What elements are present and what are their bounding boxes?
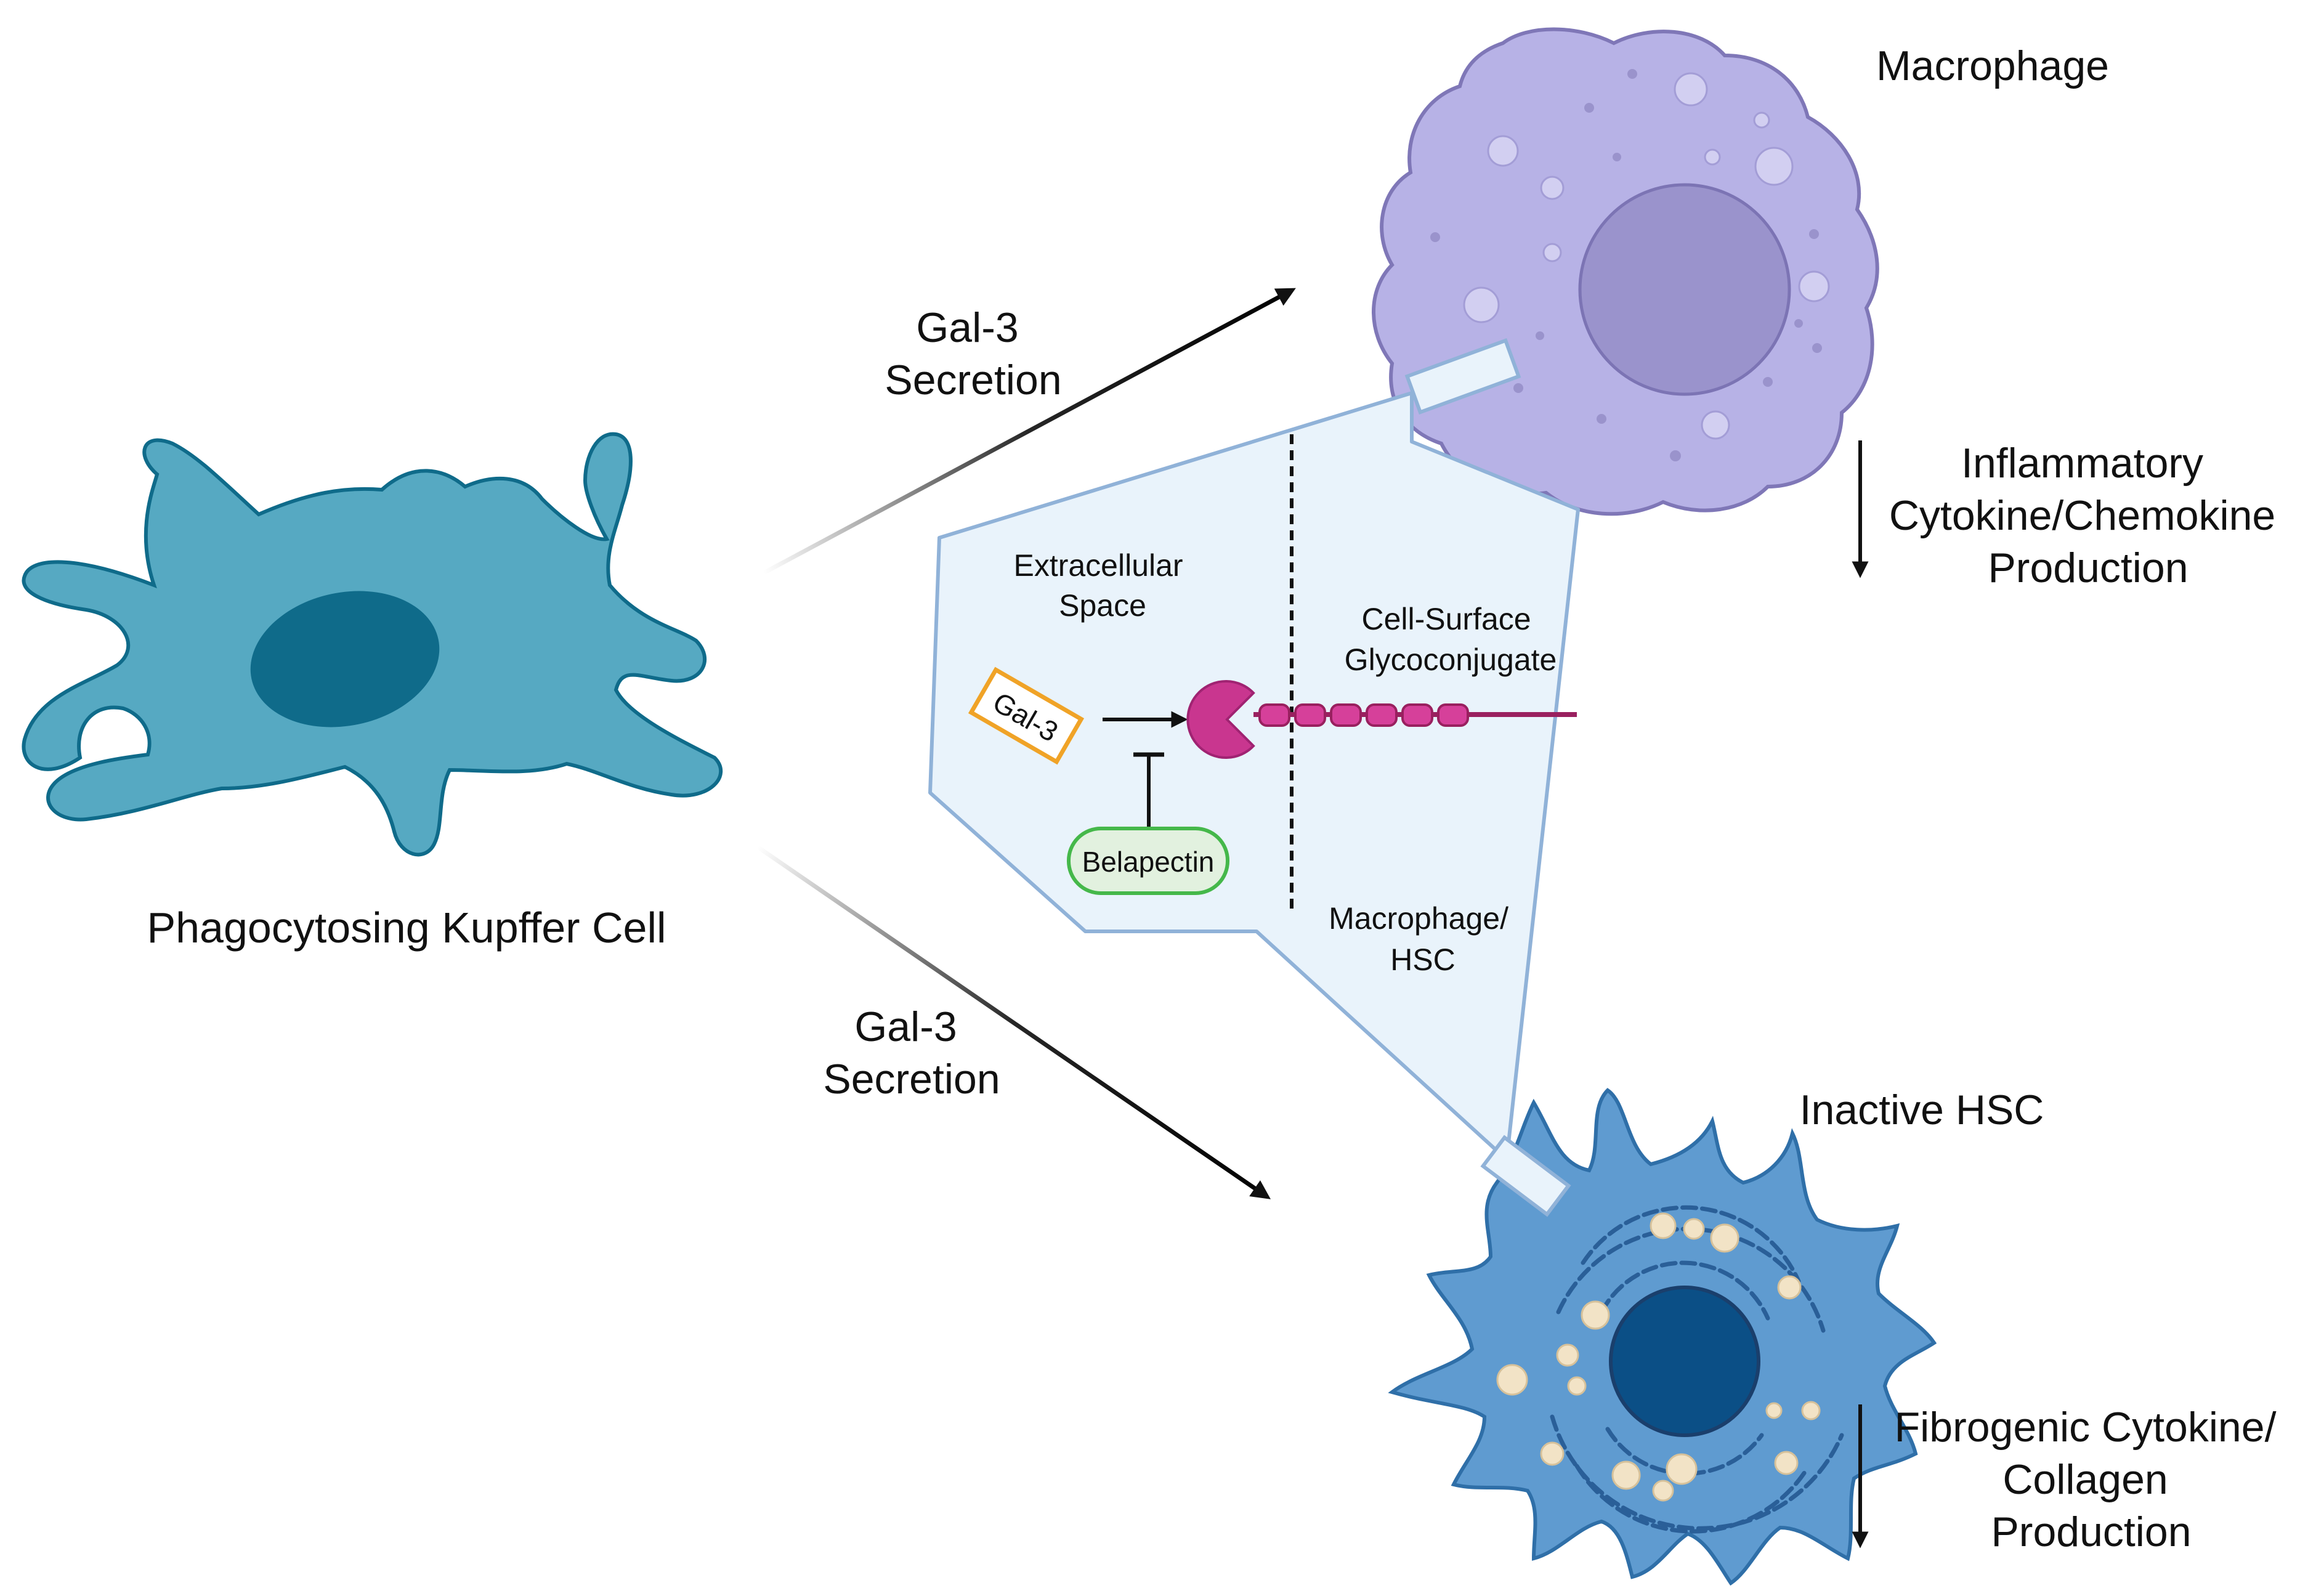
kupffer-nucleus — [250, 591, 440, 727]
kupffer-cell-label: Phagocytosing Kupffer Cell — [147, 904, 666, 952]
belapectin-label: Belapectin — [1082, 846, 1215, 878]
hsc-lipid-droplets — [1496, 1212, 1821, 1502]
belapectin-pill — [1067, 827, 1229, 895]
secretion-label-top: Gal-3 Secretion — [885, 304, 1061, 403]
inset-callout-hsc — [1480, 1135, 1571, 1217]
macrophage-hsc-label: Macrophage/ HSC — [1329, 901, 1517, 977]
fibrogenic-output-label: Fibrogenic Cytokine/ Collagen Production — [1895, 1404, 2288, 1555]
extracellular-space-label: Extracellular Space — [1013, 548, 1191, 623]
magnified-inset: Extracellular Space Cell-Surface Glycoco… — [928, 338, 1580, 1217]
gal3-molecule: Gal-3 — [968, 666, 1085, 765]
macrophage-label: Macrophage — [1876, 43, 2109, 89]
hsc-nucleus — [1609, 1286, 1760, 1437]
inset-callout-macrophage — [1404, 338, 1521, 415]
inset-panel — [928, 391, 1580, 1152]
glycoconjugate-label: Cell-Surface Glycoconjugate — [1345, 602, 1557, 677]
hsc-label: Inactive HSC — [1800, 1087, 2044, 1133]
macrophage-nucleus — [1578, 183, 1791, 396]
gal3-binding-receptor — [1186, 680, 1255, 759]
macrophage-cell — [1372, 27, 1879, 516]
secretion-arrow-bottom — [756, 845, 1271, 1199]
macrophage-vesicles — [1463, 72, 1830, 440]
secretion-label-bottom: Gal-3 Secretion — [823, 1003, 1000, 1103]
secretion-arrow-top — [763, 288, 1296, 575]
glycoconjugate-chain — [1258, 703, 1469, 727]
hsc-er-membranes — [1550, 1205, 1844, 1534]
kupffer-cell — [22, 432, 723, 857]
hsc-cell — [1388, 1088, 1937, 1586]
inflammatory-output-label: Inflammatory Cytokine/Chemokine Producti… — [1889, 440, 2287, 591]
